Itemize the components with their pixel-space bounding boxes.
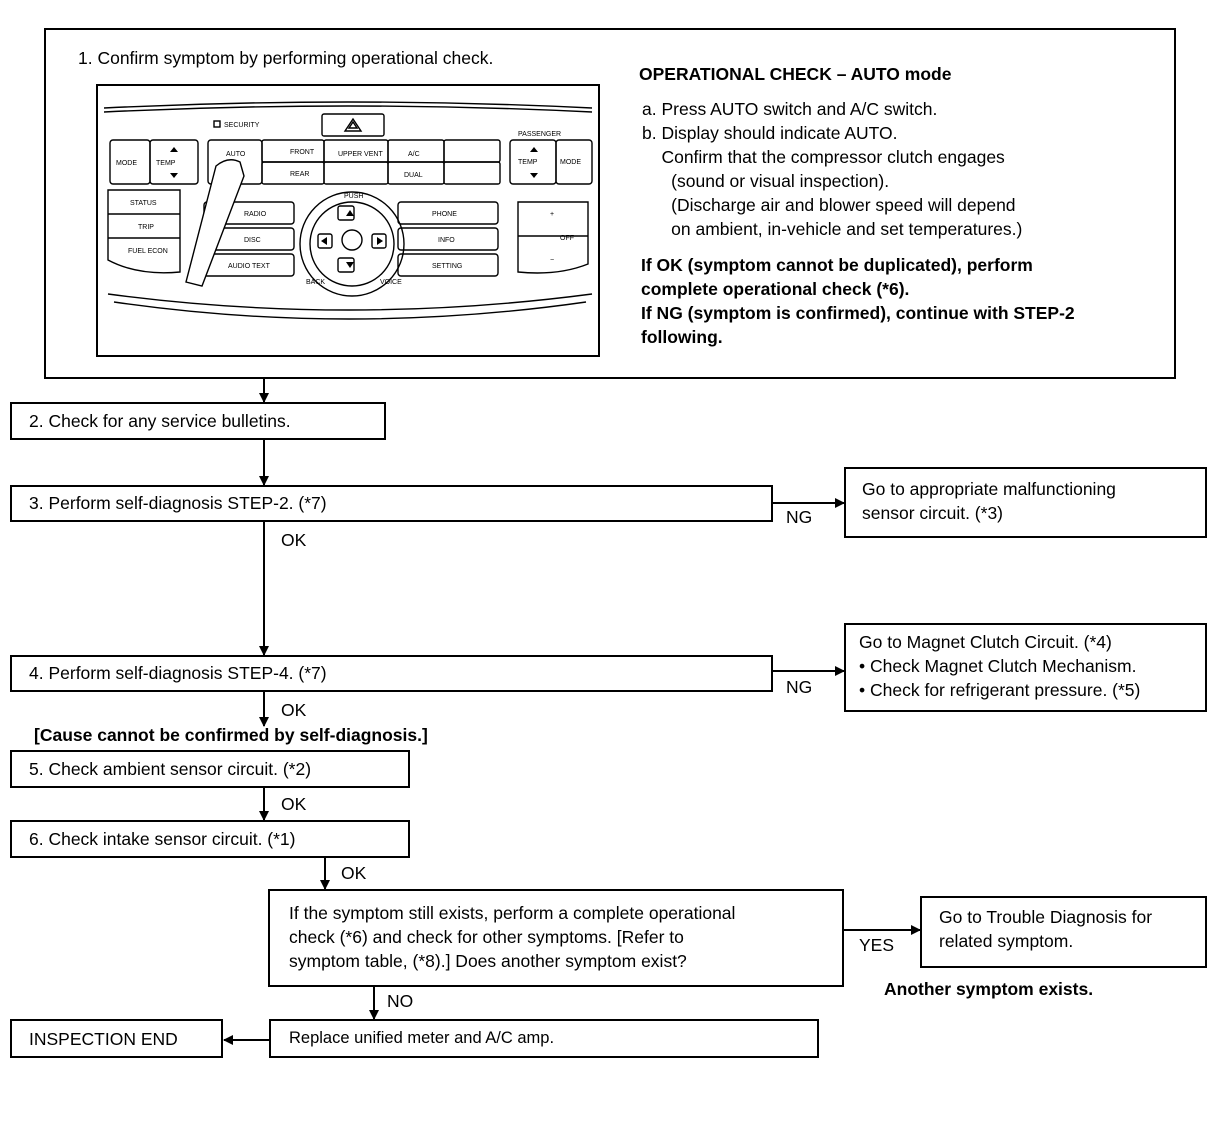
no-label: NO (387, 991, 414, 1011)
op-line: a. Press AUTO switch and A/C switch. (642, 99, 938, 119)
voice-label: VOICE (380, 279, 402, 286)
mode-left-label: MODE (116, 160, 137, 167)
auto-label: AUTO (226, 151, 246, 158)
upper-vent-label: UPPER VENT (338, 151, 383, 158)
step4-ng-label: NG (786, 677, 813, 697)
step2-box (10, 402, 386, 440)
status-label: STATUS (130, 200, 157, 207)
op-check-lines: a. Press AUTO switch and A/C switch. b. … (642, 97, 1022, 241)
ng-line: Go to appropriate malfunctioning (862, 479, 1116, 499)
ac-control-panel-illustration: SECURITY MODE TEMP AUTO FRONT REAR UPPER… (96, 84, 600, 357)
op-line: b. Display should indicate AUTO. (642, 123, 898, 143)
security-label: SECURITY (224, 122, 260, 129)
step1-title: 1. Confirm symptom by performing operati… (78, 48, 494, 68)
yes-line: Go to Trouble Diagnosis for (939, 907, 1153, 927)
disc-label: DISC (244, 237, 261, 244)
question-line: symptom table, (*8).] Does another sympt… (289, 951, 687, 971)
question-box (268, 889, 844, 987)
setting-label: SETTING (432, 263, 462, 270)
step5-box (10, 750, 410, 788)
instruction-line: If NG (symptom is confirmed), continue w… (641, 303, 1075, 323)
step3-ng-box (844, 467, 1207, 538)
mode-right-label: MODE (560, 159, 581, 166)
ng-line: • Check Magnet Clutch Mechanism. (859, 656, 1137, 676)
info-label: INFO (438, 237, 455, 244)
temp-left-label: TEMP (156, 160, 176, 167)
minus-label: − (550, 257, 554, 264)
fuel-econ-label: FUEL ECON (128, 248, 168, 255)
yes-label: YES (859, 935, 895, 955)
off-label: OFF (560, 235, 574, 242)
ok-ng-instructions: If OK (symptom cannot be duplicated), pe… (641, 253, 1075, 349)
passenger-label: PASSENGER (518, 131, 561, 138)
question-line: If the symptom still exists, perform a c… (289, 903, 736, 923)
inspection-end-box (10, 1019, 223, 1058)
op-line: on ambient, in-vehicle and set temperatu… (642, 219, 1023, 239)
phone-label: PHONE (432, 211, 457, 218)
step3-text: 3. Perform self-diagnosis STEP-2. (*7) (29, 493, 327, 513)
step6-text: 6. Check intake sensor circuit. (*1) (29, 829, 296, 849)
step3-ng-text: Go to appropriate malfunctioning sensor … (862, 477, 1116, 525)
op-check-title: OPERATIONAL CHECK – AUTO mode (639, 64, 952, 84)
ng-line: sensor circuit. (*3) (862, 503, 1004, 523)
ac-label: A/C (408, 151, 420, 158)
question-text: If the symptom still exists, perform a c… (289, 901, 735, 973)
step3-box (10, 485, 773, 522)
step4-ng-box (844, 623, 1207, 712)
inspection-end-text: INSPECTION END (29, 1029, 178, 1049)
step3-ok-label: OK (281, 530, 307, 550)
audio-text-label: AUDIO TEXT (228, 263, 271, 270)
front-label: FRONT (290, 149, 315, 156)
op-line: (sound or visual inspection). (642, 171, 890, 191)
step3-ng-label: NG (786, 507, 813, 527)
op-line: (Discharge air and blower speed will dep… (642, 195, 1016, 215)
op-line: Confirm that the compressor clutch engag… (642, 147, 1005, 167)
cause-note: [Cause cannot be confirmed by self-diagn… (34, 725, 428, 745)
step2-text: 2. Check for any service bulletins. (29, 411, 291, 431)
step6-box (10, 820, 410, 858)
rear-label: REAR (290, 171, 309, 178)
question-line: check (*6) and check for other symptoms.… (289, 927, 684, 947)
instruction-line: following. (641, 327, 723, 347)
temp-right-label: TEMP (518, 159, 538, 166)
step4-ok-label: OK (281, 700, 307, 720)
control-panel-drawing: SECURITY MODE TEMP AUTO FRONT REAR UPPER… (103, 101, 593, 320)
step4-ng-text: Go to Magnet Clutch Circuit. (*4) • Chec… (859, 630, 1140, 702)
step4-box (10, 655, 773, 692)
dual-label: DUAL (404, 172, 423, 179)
replace-text: Replace unified meter and A/C amp. (289, 1029, 555, 1047)
replace-box (269, 1019, 819, 1058)
trip-label: TRIP (138, 224, 154, 231)
step5-ok-label: OK (281, 794, 307, 814)
step5-text: 5. Check ambient sensor circuit. (*2) (29, 759, 312, 779)
radio-label: RADIO (244, 211, 267, 218)
yes-text: Go to Trouble Diagnosis for related symp… (939, 905, 1152, 953)
ng-line: • Check for refrigerant pressure. (*5) (859, 680, 1141, 700)
instruction-line: complete operational check (*6). (641, 279, 910, 299)
instruction-line: If OK (symptom cannot be duplicated), pe… (641, 255, 1033, 275)
ng-line: Go to Magnet Clutch Circuit. (*4) (859, 632, 1112, 652)
back-label: BACK (306, 279, 325, 286)
push-label: PUSH (344, 193, 363, 200)
yes-box (920, 896, 1207, 968)
plus-label: + (550, 211, 554, 218)
step6-ok-label: OK (341, 863, 367, 883)
yes-line: related symptom. (939, 931, 1074, 951)
step4-text: 4. Perform self-diagnosis STEP-4. (*7) (29, 663, 327, 683)
another-symptom-note: Another symptom exists. (884, 979, 1094, 999)
